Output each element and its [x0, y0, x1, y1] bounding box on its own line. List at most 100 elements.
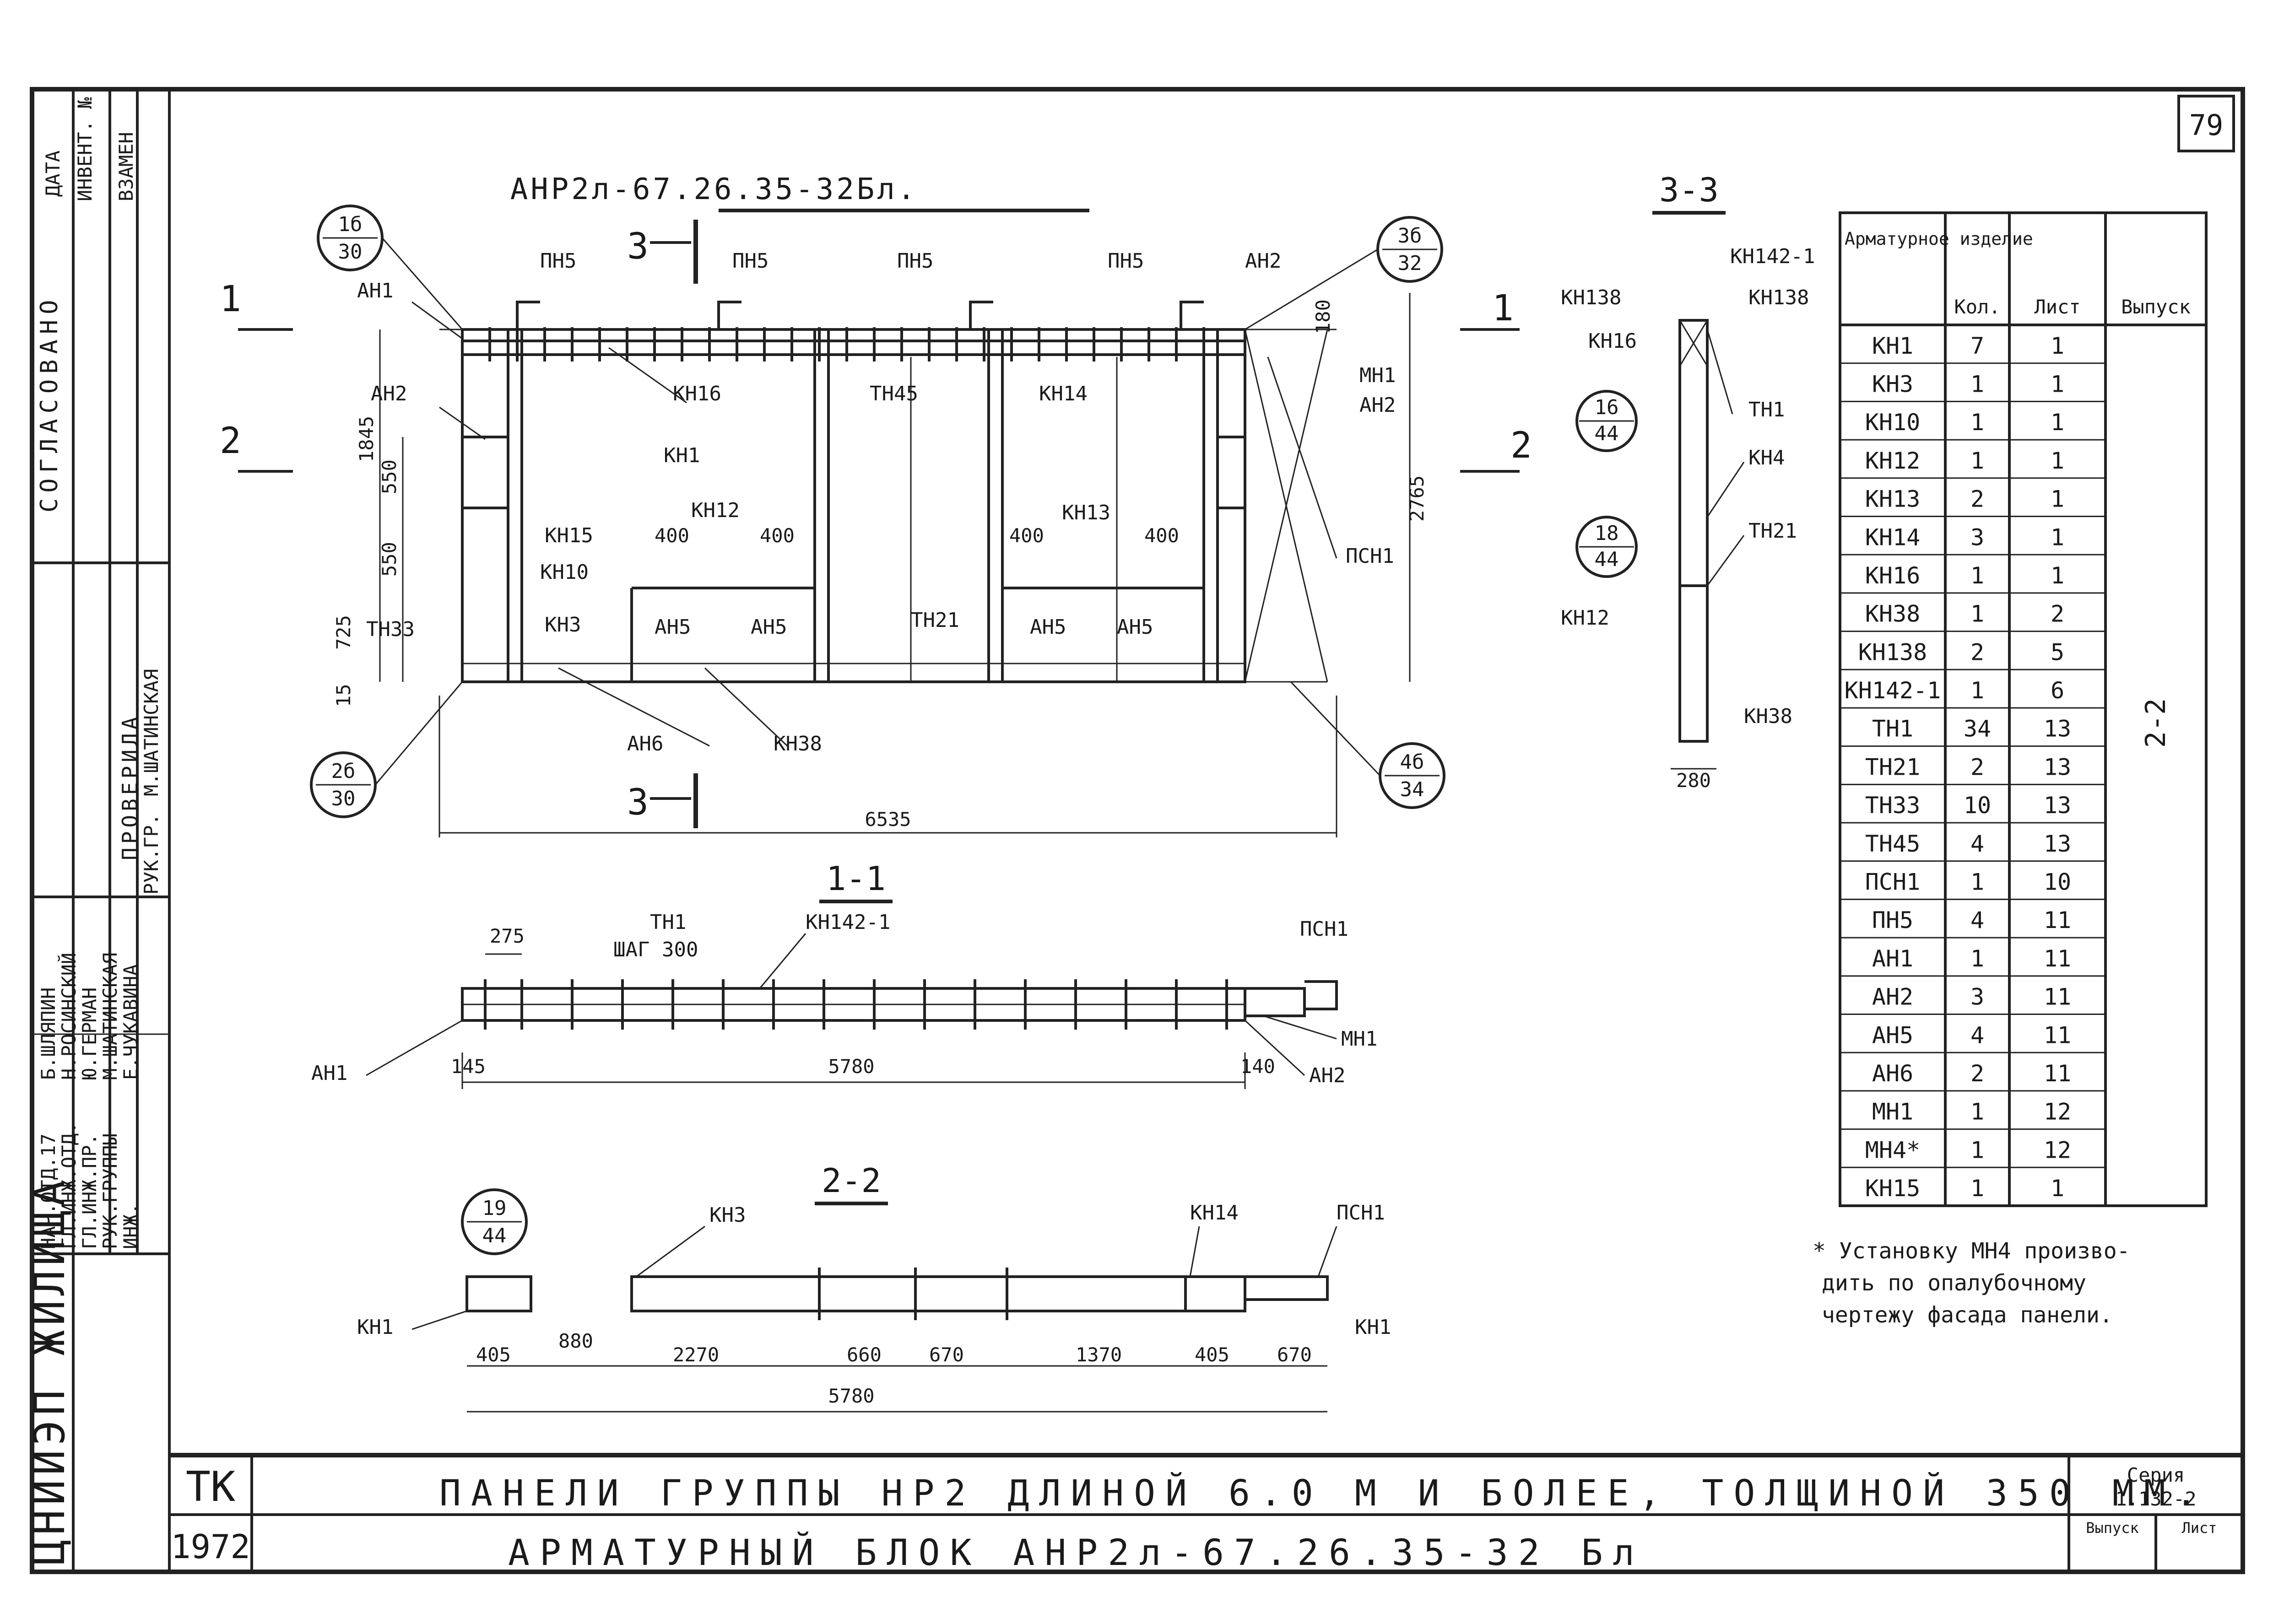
- stamp-field-inv: ИНВЕНТ. №: [74, 97, 96, 201]
- svg-text:КН3: КН3: [709, 1203, 746, 1227]
- spec-cell-sheet: 13: [2044, 831, 2071, 857]
- spec-cell-qty: 7: [1970, 333, 1984, 359]
- dim-725: 725: [332, 615, 355, 650]
- svg-text:280: 280: [1676, 769, 1711, 792]
- main-elevation: АНР2л-67.26.35-32Бл.: [220, 173, 1445, 837]
- svg-text:дить по опалубочному: дить по опалубочному: [1822, 1270, 2086, 1296]
- dim-1845: 1845: [355, 416, 378, 462]
- spec-cell-qty: 1: [1970, 677, 1984, 704]
- svg-text:ТН21: ТН21: [1748, 519, 1797, 543]
- label-tn45: ТН45: [870, 382, 918, 405]
- spec-cell-qty: 1: [1970, 1099, 1984, 1125]
- sig-name-3: Ю.ГЕРМАН: [78, 987, 101, 1080]
- spec-cell-qty: 1: [1970, 409, 1984, 436]
- section-2-2: 2-2 405 880 2270 660 670 1370 405 670 57…: [357, 1161, 1391, 1413]
- spec-cell-item: ТН21: [1865, 754, 1920, 780]
- spec-cell-sheet: 10: [2044, 869, 2071, 896]
- tk-label: ТК: [186, 1463, 235, 1511]
- issue-label: Выпуск: [2086, 1519, 2139, 1537]
- spec-cell-sheet: 1: [2051, 524, 2064, 550]
- svg-text:КН16: КН16: [1588, 329, 1637, 353]
- spec-cell-qty: 2: [1970, 639, 1984, 665]
- label-an6: АН6: [627, 732, 663, 755]
- spec-cell-sheet: 11: [2044, 945, 2071, 972]
- svg-text:34: 34: [1400, 778, 1424, 801]
- svg-text:ПСН1: ПСН1: [1337, 1201, 1385, 1225]
- dim-6535: 6535: [865, 808, 911, 831]
- svg-text:1: 1: [1492, 288, 1514, 329]
- sheet-number-box: [2177, 95, 2235, 152]
- agreed-label: СОГЛАСОВАНО: [36, 295, 63, 513]
- spec-cell-item: КН138: [1858, 639, 1927, 665]
- svg-text:44: 44: [482, 1224, 507, 1247]
- label-pn5-4: ПН5: [1108, 249, 1144, 273]
- spec-cell-qty: 2: [1970, 754, 1984, 780]
- dim-550b: 550: [378, 542, 401, 577]
- spec-cell-item: КН142-1: [1845, 677, 1941, 704]
- spec-cell-sheet: 5: [2051, 639, 2064, 665]
- svg-text:140: 140: [1240, 1055, 1275, 1078]
- spec-cell-sheet: 1: [2051, 1175, 2064, 1202]
- svg-text:5780: 5780: [828, 1055, 874, 1078]
- spec-cell-qty: 4: [1970, 907, 1984, 933]
- spec-cell-item: ТН45: [1865, 831, 1920, 857]
- sig-role-1: НАЧ.ОТД.17: [37, 1133, 60, 1249]
- svg-text:19: 19: [482, 1197, 507, 1220]
- svg-text:КН4: КН4: [1748, 446, 1785, 469]
- top-band-rods: [488, 327, 1205, 361]
- svg-text:1: 1: [220, 279, 241, 320]
- dim-550a: 550: [378, 459, 401, 494]
- sig-role-5: ИНЖ.: [119, 1203, 142, 1249]
- label-an5-2: АН5: [751, 615, 787, 639]
- title-line-2: АРМАТУРНЫЙ БЛОК АНР2л-67.26.35-32 Бл: [508, 1532, 1645, 1574]
- spec-cell-item: АН5: [1872, 1022, 1913, 1048]
- svg-text:КН38: КН38: [1744, 705, 1792, 728]
- title-line-1: ПАНЕЛИ ГРУППЫ НР2 ДЛИНОЙ 6.0 М И БОЛЕЕ, …: [439, 1472, 2207, 1514]
- spec-cell-sheet: 11: [2044, 907, 2071, 933]
- org-name: ЦНИИЭП ЖИЛИЩА: [25, 1176, 74, 1565]
- spec-cell-qty: 2: [1970, 1060, 1984, 1087]
- label-an1: АН1: [357, 279, 393, 302]
- signature-list: НАЧ.ОТД.17 Б.ШЛЯПИН ГЛ.ИНЖ.ОТД. Н.РОСИНС…: [37, 669, 162, 1249]
- label-kn14: КН14: [1039, 382, 1088, 405]
- series-value: 1.132-2: [2115, 1488, 2196, 1510]
- spec-cell-sheet: 11: [2044, 1022, 2071, 1048]
- svg-text:275: 275: [490, 925, 525, 947]
- svg-text:ПСН1: ПСН1: [1300, 917, 1348, 941]
- callout-4: 4б 34: [1290, 681, 1445, 809]
- spec-cell-qty: 1: [1970, 448, 1984, 474]
- dim-400a: 400: [655, 524, 689, 547]
- svg-text:КН1: КН1: [357, 1316, 393, 1339]
- svg-text:405: 405: [1195, 1343, 1229, 1366]
- spec-cell-sheet: 13: [2044, 716, 2071, 742]
- dim-15: 15: [332, 684, 355, 707]
- spec-cell-qty: 1: [1970, 1175, 1984, 1202]
- dim-400c: 400: [1009, 524, 1044, 547]
- spec-cell-item: ПН5: [1872, 907, 1913, 933]
- spec-cell-qty: 4: [1970, 831, 1984, 857]
- spec-cell-sheet: 11: [2044, 984, 2071, 1010]
- spec-cell-sheet: 1: [2051, 409, 2064, 436]
- svg-text:1-1: 1-1: [826, 859, 886, 898]
- label-an5-1: АН5: [655, 615, 691, 639]
- label-an5-4: АН5: [1117, 615, 1153, 639]
- spec-cell-qty: 1: [1970, 1137, 1984, 1163]
- sig-role-6: РУК.ГР.: [140, 814, 162, 895]
- svg-text:405: 405: [476, 1343, 511, 1366]
- section-3-3: 3-3 280 КН138 КН142-1 КН138 КН16 ТН1 КН4…: [1460, 171, 1815, 792]
- spec-cell-item: КН3: [1872, 371, 1913, 397]
- callout-1: 1б 30: [317, 205, 463, 330]
- stamp-field-date: ДАТА: [42, 151, 64, 197]
- svg-text:3: 3: [627, 782, 649, 823]
- svg-text:4б: 4б: [1400, 750, 1424, 774]
- spec-cell-qty: 1: [1970, 562, 1984, 589]
- cut-markers: 1 2 3 3: [220, 220, 698, 828]
- spec-cell-item: МН4*: [1865, 1137, 1920, 1163]
- label-an2-right: АН2: [1359, 394, 1396, 417]
- svg-text:3-3: 3-3: [1659, 171, 1719, 209]
- spec-cell-item: КН38: [1865, 601, 1920, 627]
- svg-text:2270: 2270: [673, 1343, 719, 1366]
- spec-cell-qty: 1: [1970, 945, 1984, 972]
- svg-text:КН142-1: КН142-1: [1730, 245, 1815, 268]
- svg-text:145: 145: [451, 1055, 486, 1078]
